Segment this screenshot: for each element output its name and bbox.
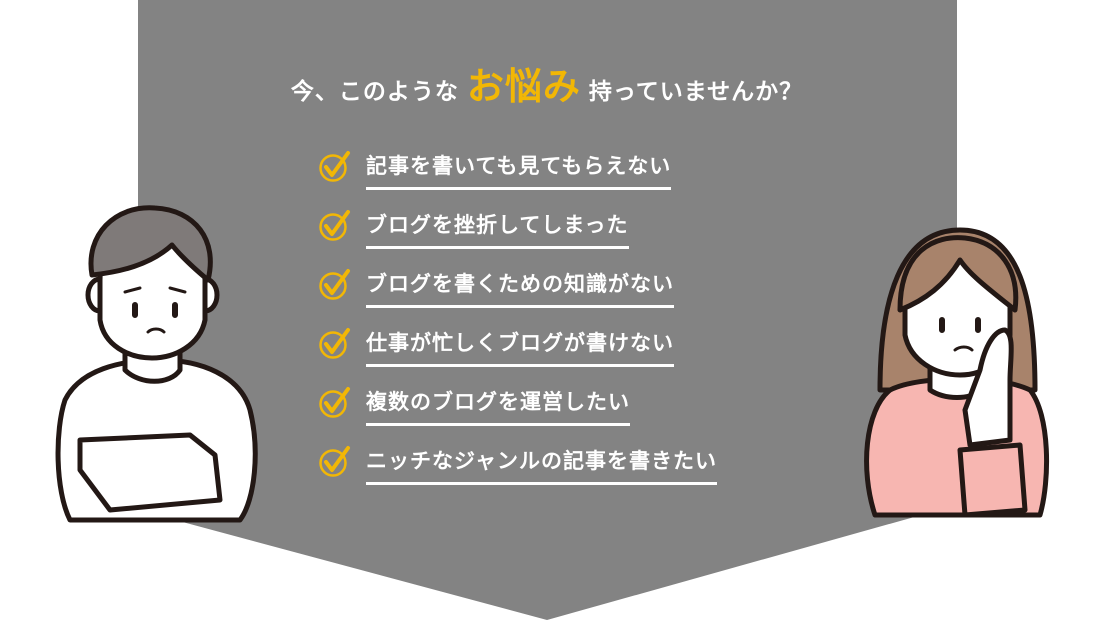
check-circle-icon	[319, 446, 350, 477]
concern-label: 仕事が忙しくブログが書けない	[366, 327, 674, 367]
check-circle-icon	[319, 328, 350, 359]
check-circle-icon	[319, 387, 350, 418]
check-circle-icon	[319, 210, 350, 241]
heading-text: 今、このような	[290, 79, 459, 105]
check-circle-icon	[319, 151, 350, 182]
heading-text-end: 持っていませんか？	[588, 79, 804, 105]
woman-illustration	[864, 227, 1050, 518]
concern-label: 複数のブログを運営したい	[366, 386, 630, 426]
heading-accent: お悩み	[466, 65, 581, 108]
man-illustration	[55, 205, 258, 523]
concern-label: ニッチなジャンルの記事を書きたい	[366, 445, 717, 485]
check-circle-icon	[319, 269, 350, 300]
concern-label: 記事を書いても見てもらえない	[366, 150, 672, 190]
concern-label: ブログを挫折してしまった	[366, 209, 629, 249]
page-heading: 今、このようなお悩み持っていませんか？	[0, 56, 1094, 110]
concern-label: ブログを書くための知識がない	[366, 268, 674, 308]
